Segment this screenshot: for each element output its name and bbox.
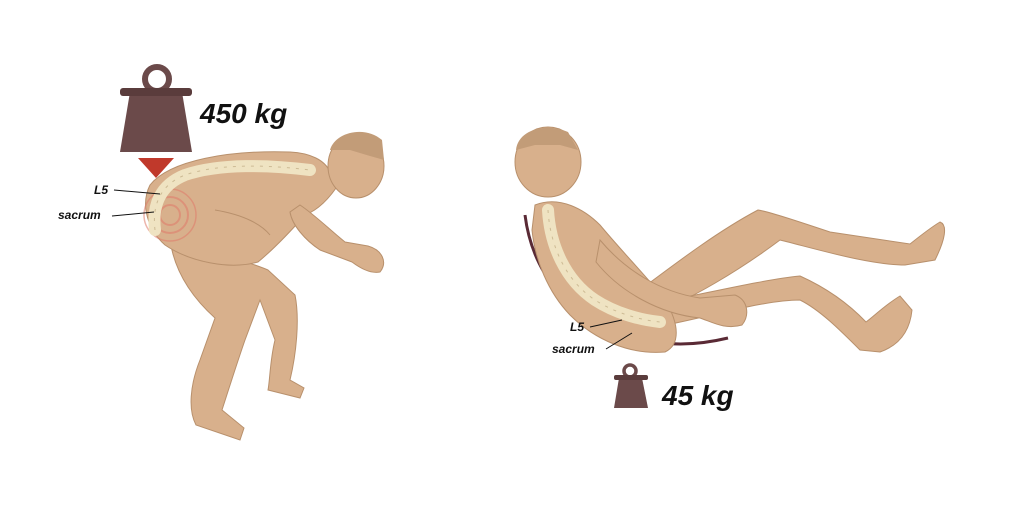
- callout-l5-leader: [113, 189, 161, 195]
- sitting-figure-arm: [595, 238, 748, 328]
- down-arrow-icon: [138, 158, 174, 178]
- callout-sacrum: sacrum: [58, 208, 101, 222]
- callout-l5: L5: [570, 320, 584, 334]
- right-panel: 45 kg L5 sacrum: [514, 126, 946, 411]
- left-panel: 450 kg L5 sacrum: [58, 64, 385, 441]
- bending-figure-legs: [169, 229, 305, 441]
- weight-icon: [120, 64, 192, 152]
- callout-l5-leader: [589, 319, 623, 328]
- bending-figure-arm: [289, 204, 384, 273]
- sitting-figure-leg-near: [639, 275, 913, 353]
- sitting-figure-leg-far: [639, 209, 946, 316]
- load-label: 45 kg: [661, 380, 734, 411]
- callout-sacrum-leader: [111, 211, 155, 217]
- callout-l5: L5: [94, 183, 108, 197]
- weight-icon: [614, 363, 648, 408]
- callout-sacrum: sacrum: [552, 342, 595, 356]
- callout-sacrum-leader: [605, 332, 633, 350]
- load-label: 450 kg: [199, 98, 287, 129]
